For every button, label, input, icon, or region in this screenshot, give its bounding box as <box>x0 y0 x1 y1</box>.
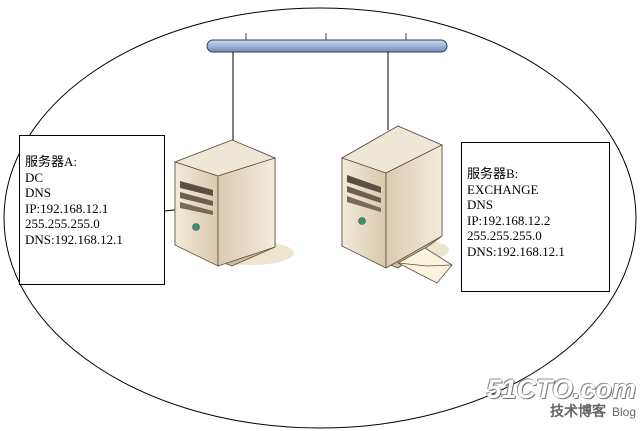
server-a-dns: DNS:192.168.12.1 <box>25 231 123 247</box>
watermark-site: 51CTO.com <box>486 374 636 404</box>
server-a-title: 服务器A: <box>25 154 78 169</box>
network-boundary-ellipse <box>3 7 637 429</box>
server-b-service: DNS <box>467 197 494 212</box>
server-b-role: EXCHANGE <box>467 181 539 197</box>
network-bus <box>206 33 448 53</box>
server-a-role: DC <box>25 169 44 185</box>
watermark-subtitle: 技术博客 Blog <box>486 401 636 421</box>
server-b-info-box: 服务器B: EXCHANGE DNS IP:192.168.12.2 255.2… <box>461 142 610 292</box>
server-b-ip: IP:192.168.12.2 <box>467 212 551 228</box>
server-a-subnet: 255.255.255.0 <box>25 216 100 231</box>
server-b-dns: DNS:192.168.12.1 <box>467 243 565 259</box>
server-a-icon <box>173 139 294 267</box>
site-watermark: 51CTO.com 技术博客 Blog <box>486 374 636 421</box>
watermark-chinese: 技术博客 <box>549 403 606 419</box>
envelope-icon <box>397 247 453 284</box>
server-a-service: DNS <box>25 185 52 200</box>
server-a-ip: IP:192.168.12.1 <box>25 200 109 216</box>
server-b-subnet: 255.255.255.0 <box>467 228 542 243</box>
watermark-blog: Blog <box>611 405 636 419</box>
server-b-icon <box>341 125 449 269</box>
server-b-title: 服务器B: <box>467 166 519 181</box>
server-a-info-box: 服务器A: DC DNS IP:192.168.12.1 255.255.255… <box>19 135 165 285</box>
